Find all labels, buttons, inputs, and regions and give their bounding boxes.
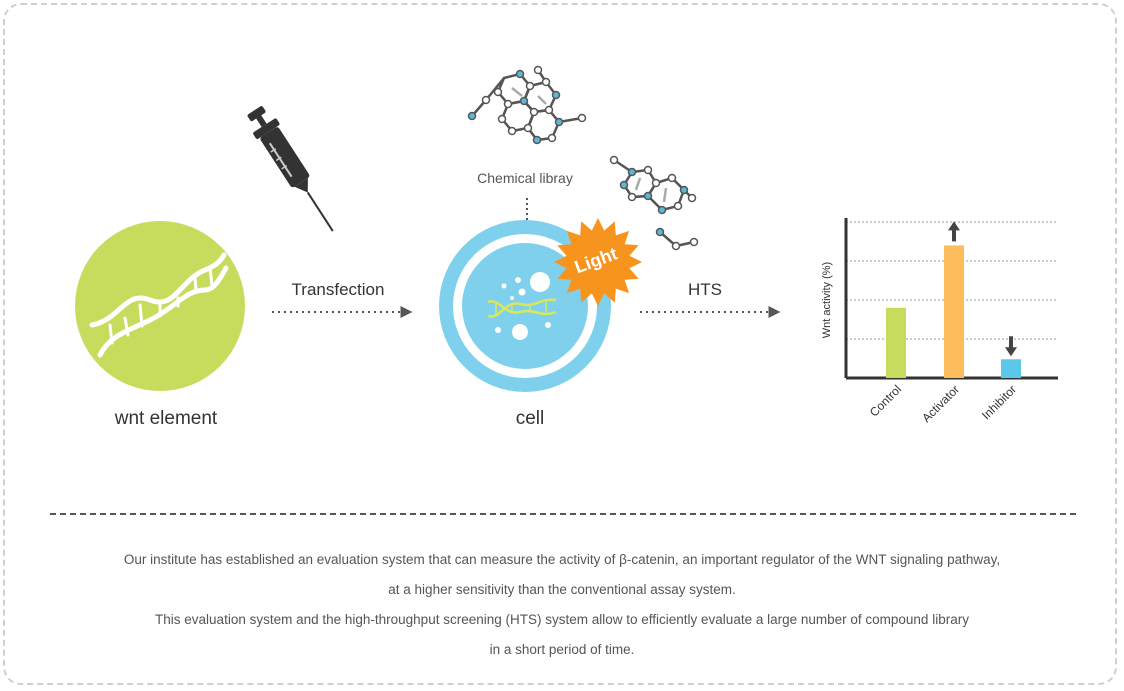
x-tick-label: Activator [919, 382, 962, 425]
description-line: at a higher sensitivity than the convent… [388, 582, 736, 597]
bar-inhibitor [1001, 359, 1021, 378]
hts-label: HTS [688, 280, 722, 299]
dashed-frame [3, 3, 1117, 685]
chemical-library-label: Chemical libray [477, 170, 573, 186]
wnt-element-circle [75, 221, 245, 391]
description-line: in a short period of time. [489, 642, 635, 657]
up-arrow-icon [952, 229, 956, 242]
wnt-activity-chart: Wnt activity (%) Control Activator Inhibit… [821, 218, 1058, 425]
x-tick-label: Control [867, 382, 904, 419]
y-axis-label: Wnt activity (%) [821, 262, 833, 338]
section-divider [50, 513, 1076, 515]
syringe-icon [247, 106, 334, 232]
molecule-atoms [609, 155, 699, 251]
down-arrow-icon [1009, 336, 1013, 349]
x-tick-label: Inhibitor [979, 382, 1019, 422]
molecule-atoms [467, 65, 587, 145]
bar-activator [944, 245, 964, 378]
down-arrow-icon [1005, 347, 1017, 357]
bar-control [886, 307, 906, 378]
up-arrow-icon [948, 221, 960, 231]
dna-icon [487, 298, 557, 318]
transfection-label: Transfection [291, 280, 385, 299]
diagram-art: Light Wnt activity (%) Control Activator I… [75, 65, 1058, 425]
description-line: Our institute has established an evaluat… [123, 552, 1001, 567]
wnt-element-label: wnt element [114, 408, 218, 429]
cell-label: cell [515, 408, 545, 429]
description-line: This evaluation system and the high-thro… [155, 612, 969, 627]
dna-icon [89, 252, 229, 358]
description: Our institute has established an evaluat… [40, 545, 1084, 665]
starburst-icon: Light [554, 218, 642, 306]
